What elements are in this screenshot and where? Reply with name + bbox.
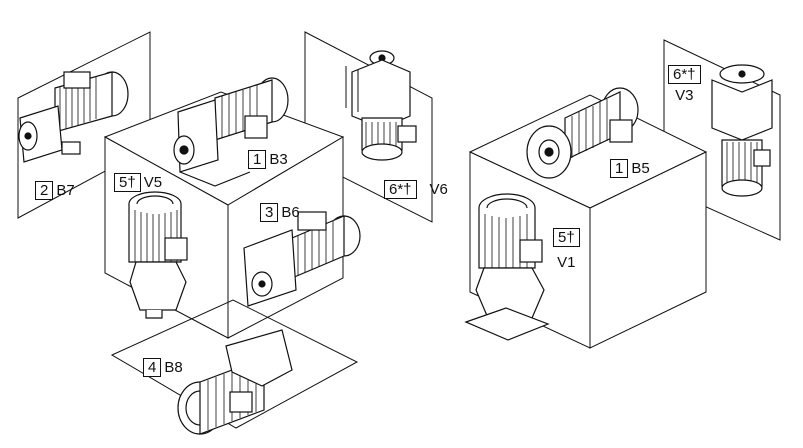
label-b7: 2 B7 xyxy=(35,181,75,200)
label-b8: 4 B8 xyxy=(143,358,183,377)
label-v1-number: 5† xyxy=(553,228,580,247)
label-v3: 6*† V3 xyxy=(668,65,701,103)
motor-b6 xyxy=(243,211,361,307)
label-v3-number: 6*† xyxy=(668,65,701,84)
motor-b7 xyxy=(18,71,129,163)
label-b6-number: 3 xyxy=(260,203,279,222)
motor-v5 xyxy=(128,191,188,319)
label-v6: 6*† V6 xyxy=(384,180,448,199)
label-b5-number: 1 xyxy=(610,159,629,178)
label-b3-number: 1 xyxy=(248,150,267,169)
label-v6-number: 6*† xyxy=(384,180,417,199)
label-v1: 5† V1 xyxy=(553,228,580,270)
label-b5-text: B5 xyxy=(631,160,650,177)
label-b7-text: B7 xyxy=(56,182,75,199)
label-v5: 5† V5 xyxy=(114,173,162,192)
motor-b5 xyxy=(526,87,639,179)
label-b8-number: 4 xyxy=(143,358,162,377)
label-v6-text: V6 xyxy=(429,181,448,198)
motor-b3 xyxy=(173,77,289,187)
label-v1-text: V1 xyxy=(557,254,576,271)
label-v3-text: V3 xyxy=(675,87,694,104)
motor-v6 xyxy=(345,50,417,161)
label-b5: 1 B5 xyxy=(610,159,650,178)
label-b7-number: 2 xyxy=(35,181,54,200)
label-b8-text: B8 xyxy=(164,359,183,376)
label-b6-text: B6 xyxy=(281,204,300,221)
label-b6: 3 B6 xyxy=(260,203,300,222)
label-v5-text: V5 xyxy=(143,174,163,191)
motor-v1 xyxy=(464,193,550,341)
cube-right-face-right xyxy=(589,151,707,349)
motor-b8 xyxy=(177,329,293,435)
motor-v3 xyxy=(711,64,773,197)
label-b3-text: B3 xyxy=(269,151,288,168)
label-b3: 1 B3 xyxy=(248,150,288,169)
label-v5-number: 5† xyxy=(114,173,141,192)
